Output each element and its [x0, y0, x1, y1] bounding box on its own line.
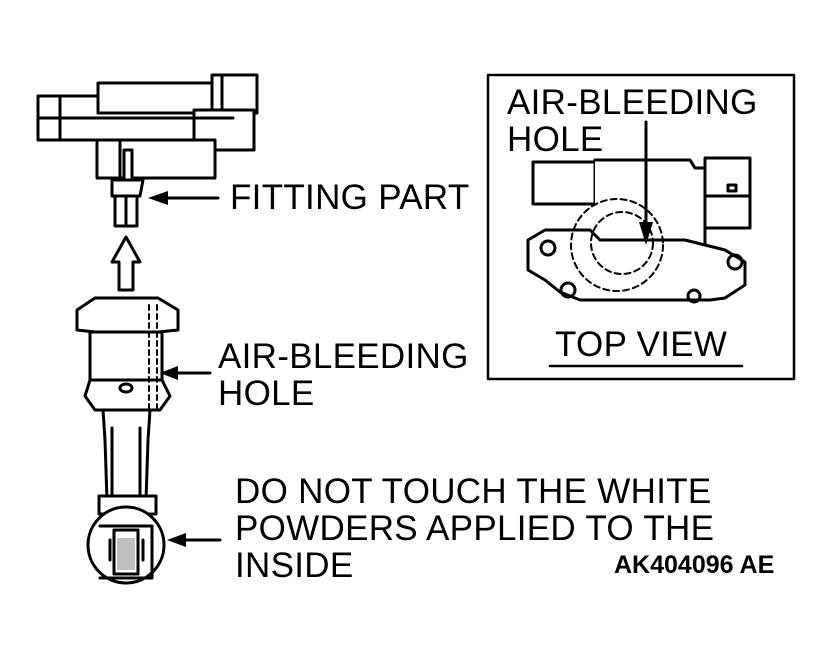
- fitting-part-label: FITTING PART: [230, 178, 470, 217]
- air-bleeding-label-line1: AIR-BLEEDING: [218, 337, 469, 376]
- top-view-arrow: [639, 120, 653, 245]
- fitting-part-arrow: [148, 191, 220, 205]
- coil-boot: [75, 296, 180, 516]
- boot-inside-detail: [86, 505, 166, 585]
- assembly-direction-arrow: [110, 235, 142, 292]
- warning-label-line2: POWDERS APPLIED TO THE: [235, 509, 715, 548]
- top-view-air-bleeding-line2: HOLE: [507, 120, 604, 159]
- top-view-frame: [486, 73, 796, 381]
- fitting-part: [110, 178, 145, 228]
- coil-head: [36, 73, 259, 190]
- white-powder-arrow: [167, 533, 222, 547]
- warning-label-line3: INSIDE: [235, 546, 354, 585]
- top-view-air-bleeding-line1: AIR-BLEEDING: [507, 83, 758, 122]
- air-bleeding-arrow: [160, 366, 212, 380]
- warning-label-line1: DO NOT TOUCH THE WHITE: [235, 472, 712, 511]
- top-view-caption: TOP VIEW: [555, 325, 728, 364]
- top-view-coil: [526, 156, 752, 304]
- air-bleeding-label-line2: HOLE: [218, 374, 315, 413]
- figure-code: AK404096 AE: [614, 551, 775, 579]
